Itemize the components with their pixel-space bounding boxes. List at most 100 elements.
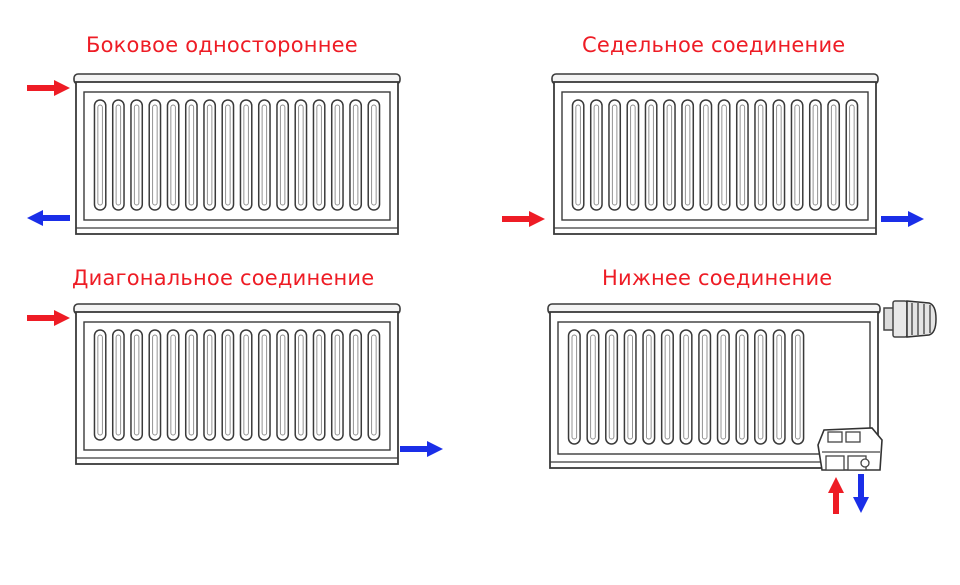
convector-fin-inner (334, 334, 341, 436)
convector-fin (754, 329, 768, 445)
convector-fin (845, 99, 859, 211)
convector-fin (203, 329, 217, 441)
convector-fin (567, 329, 581, 445)
convector-fin-inner (739, 104, 746, 206)
convector-fin (660, 329, 674, 445)
convector-fin (698, 329, 712, 445)
convector-fin-inner (630, 104, 636, 206)
convector-fin-inner (666, 104, 673, 206)
convector-fin-inner (97, 104, 103, 206)
title-side-one-way: Боковое одностороннее (86, 33, 358, 57)
convector-fin-inner (739, 334, 745, 440)
convector-fin-inner (206, 334, 213, 436)
convector-fin (349, 329, 363, 441)
convector-fin (93, 329, 107, 441)
convector-fin (772, 99, 786, 211)
return-arrow (27, 210, 70, 226)
convector-fin-inner (352, 334, 359, 436)
convector-fin-inner (721, 104, 727, 206)
convector-fin-inner (812, 104, 819, 206)
convector-fin (166, 99, 180, 211)
convector-fin (644, 99, 658, 211)
convector-fin-inner (206, 104, 213, 206)
convector-fin-inner (648, 104, 654, 206)
convector-fin (808, 99, 822, 211)
convector-fin-inner (225, 334, 231, 436)
convector-fin (257, 329, 271, 441)
convector-fin (184, 329, 198, 441)
convector-fin (699, 99, 713, 211)
convector-fin (294, 99, 308, 211)
convector-fin (276, 99, 290, 211)
convector-fin (827, 99, 841, 211)
convector-fin (608, 99, 622, 211)
convector-fin-inner (371, 104, 377, 206)
convector-fin (111, 99, 125, 211)
convector-fin-inner (188, 334, 195, 436)
convector-fin-inner (701, 334, 708, 440)
convector-fin (93, 99, 107, 211)
convector-fin (716, 329, 730, 445)
convector-fin (294, 329, 308, 441)
supply-arrow (27, 80, 70, 96)
convector-fin-inner (593, 104, 600, 206)
convector-fin-inner (776, 104, 782, 206)
title-diagonal-connection: Диагональное соединение (72, 266, 375, 290)
convector-fin (148, 99, 162, 211)
convector-fin-inner (115, 104, 122, 206)
convector-fin-inner (611, 104, 618, 206)
convector-fin-inner (683, 334, 689, 440)
supply-arrow (828, 477, 844, 514)
convector-fin (735, 329, 749, 445)
convector-fin (239, 329, 253, 441)
convector-fin-inner (243, 334, 249, 436)
convector-fin (148, 329, 162, 441)
convector-fin-inner (776, 334, 782, 440)
convector-fin-inner (133, 104, 140, 206)
convector-fin-inner (316, 334, 322, 436)
convector-fin-inner (261, 334, 268, 436)
convector-fin (166, 329, 180, 441)
convector-fin-inner (298, 104, 304, 206)
radiator-panel-diagonal (73, 303, 401, 465)
convector-fin-inner (757, 334, 764, 440)
convector-fin (367, 329, 381, 441)
title-saddle-connection: Седельное соединение (582, 33, 846, 57)
convector-fin (717, 99, 731, 211)
convector-fin-inner (152, 334, 158, 436)
convector-fin (312, 329, 326, 441)
convector-fin (257, 99, 271, 211)
convector-fin-inner (243, 104, 249, 206)
convector-fin (790, 99, 804, 211)
convector-fin (130, 329, 144, 441)
convector-fin-inner (795, 334, 801, 440)
convector-fin (221, 99, 235, 211)
convector-fin-inner (720, 334, 727, 440)
convector-fin-inner (627, 334, 633, 440)
convector-fin-inner (261, 104, 268, 206)
convector-fin-inner (646, 334, 652, 440)
return-arrow (853, 474, 869, 513)
convector-fin-inner (334, 104, 341, 206)
convector-fin-inner (352, 104, 359, 206)
convector-fin (681, 99, 695, 211)
convector-fin (203, 99, 217, 211)
convector-fin (589, 99, 603, 211)
convector-fin-inner (794, 104, 800, 206)
title-bottom-connection: Нижнее соединение (602, 266, 833, 290)
convector-fin (111, 329, 125, 441)
convector-fin-inner (298, 334, 304, 436)
convector-fin (130, 99, 144, 211)
convector-fin (276, 329, 290, 441)
convector-fin (754, 99, 768, 211)
convector-fin (330, 99, 344, 211)
supply-arrow (27, 310, 70, 326)
convector-fin (735, 99, 749, 211)
convector-fin-inner (571, 334, 578, 440)
convector-fin (312, 99, 326, 211)
convector-fin-inner (590, 334, 596, 440)
convector-fin (221, 329, 235, 441)
convector-fin-inner (115, 334, 122, 436)
convector-fin (679, 329, 693, 445)
